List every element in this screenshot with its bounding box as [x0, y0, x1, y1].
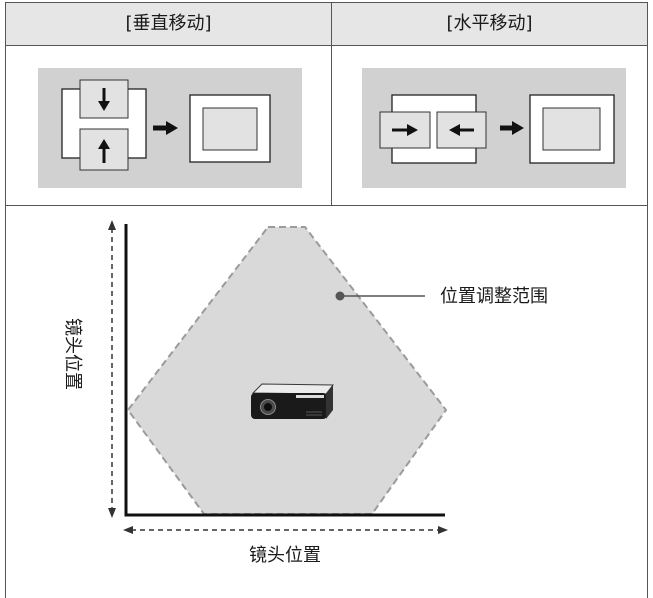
arrow-right-icon: [392, 124, 418, 136]
arrow-left-icon: [449, 124, 474, 136]
table-border-left: [5, 2, 6, 598]
table-border-top: [5, 2, 648, 3]
vertical-shift-result-screen: [189, 94, 271, 163]
position-range-diagram: [108, 220, 448, 534]
vertical-shift-header: [垂直移动]: [6, 3, 331, 45]
vertical-shift-title: [垂直移动]: [125, 13, 212, 34]
arrow-right-icon: [153, 121, 178, 135]
horizontal-range-arrow: [123, 526, 448, 534]
range-label: 位置调整范围: [440, 286, 548, 307]
horizontal-shift-result-screen: [529, 94, 615, 164]
arrow-up-icon: [98, 139, 110, 163]
vertical-shift-panel: [38, 68, 302, 188]
horizontal-shift-before: [379, 94, 487, 164]
arrow-down-icon: [98, 88, 110, 111]
range-callout-leader: [335, 291, 425, 301]
horizontal-shift-title: [水平移动]: [446, 13, 533, 34]
vertical-range-arrow: [108, 220, 116, 518]
table-row-divider-panels: [5, 205, 648, 206]
table-border-right: [647, 2, 648, 598]
horizontal-axis-label: 镜头位置: [249, 545, 321, 566]
arrow-right-icon: [500, 121, 524, 135]
projector-icon: [251, 383, 335, 419]
vertical-shift-before: [61, 79, 147, 171]
horizontal-shift-illustration: [379, 94, 615, 164]
vertical-shift-illustration: [61, 79, 271, 171]
table-column-divider: [331, 2, 332, 206]
position-adjustment-range: [126, 226, 448, 515]
table-row-divider-header: [5, 45, 648, 46]
result-screen-image: [542, 107, 601, 151]
horizontal-shift-panel: [362, 68, 626, 188]
result-screen-image: [202, 107, 258, 151]
vertical-axis-label: 镜头位置: [62, 318, 83, 390]
horizontal-shift-header: [水平移动]: [332, 3, 647, 45]
